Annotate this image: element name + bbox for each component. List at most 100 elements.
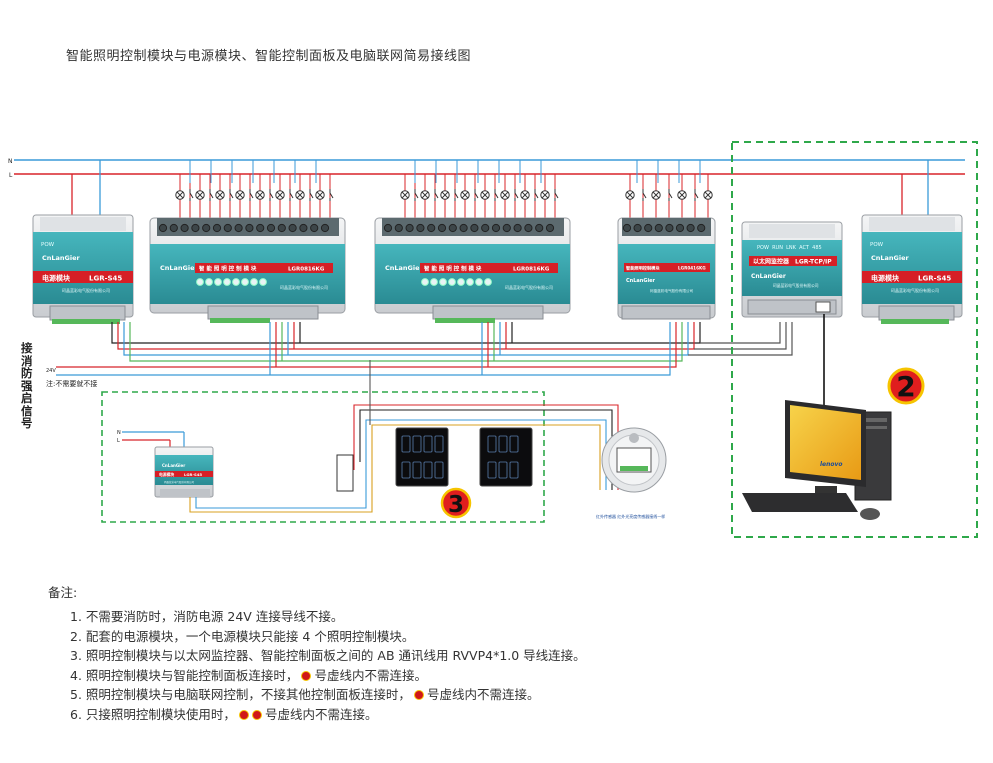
terminal-screw	[481, 223, 490, 233]
terminal-screw	[223, 223, 232, 233]
panel-key	[412, 461, 422, 479]
terminal-screw	[675, 223, 685, 233]
badge-3: 3	[440, 487, 472, 519]
lamp-icon	[235, 190, 245, 200]
red-dot-icon	[238, 709, 249, 720]
lamp-icon	[540, 190, 550, 200]
light-module-c: 智能照明控制模块 LGR0416KG CnLanGier 珂晶蓝彩电气股份有限公…	[617, 217, 716, 320]
note-5: 5. 照明控制模块与电脑联网控制，不接其他控制面板连接时，号虚线内不需连接。	[70, 685, 586, 705]
power-module-a: POW CnLanGier 电源模块 LGR-S45 珂晶蓝彩电气股份有限公司	[32, 214, 134, 324]
lamp-icon	[295, 190, 305, 200]
smart-panel-2	[479, 427, 533, 487]
light-b-model: LGR0816KG	[513, 267, 550, 273]
channel-button	[214, 278, 222, 286]
terminal-screw	[644, 223, 653, 233]
terminal-screw	[545, 223, 555, 233]
terminal-screw	[288, 223, 297, 233]
panel-key	[487, 461, 497, 479]
power-a-model: LGR-S45	[89, 275, 122, 283]
power-c-name: 电源模块	[159, 472, 174, 477]
lamp-icon	[651, 190, 661, 200]
terminal-screw	[394, 223, 403, 233]
terminal-screw	[234, 223, 243, 233]
light-c-brand: CnLanGier	[626, 278, 656, 284]
lamp-icon	[275, 190, 285, 200]
note-2-num: 2.	[70, 628, 82, 644]
terminal-screw	[448, 223, 457, 233]
power-a-brand: CnLanGier	[42, 254, 81, 262]
power-b-pow: POW	[870, 242, 884, 248]
note-4-num: 4.	[70, 667, 82, 683]
terminal-screw	[513, 223, 522, 233]
red-dot-icon	[413, 690, 424, 700]
terminal-screw	[437, 223, 447, 233]
light-module-b: CnLanGier 智 能 照 明 控 制 模 块 LGR0816KG 珂晶蓝彩…	[374, 217, 571, 323]
terminal-screw	[383, 223, 393, 233]
terminal-screw	[212, 223, 222, 233]
power-c-maker: 珂晶蓝彩电气股份有限公司	[164, 480, 195, 484]
terminal-screw	[158, 223, 168, 233]
terminal-screw	[622, 223, 632, 233]
light-a-brand: CnLanGier	[160, 264, 199, 272]
lamp-icon	[440, 190, 450, 200]
lamp-icon	[215, 190, 225, 200]
lamp-icon	[420, 190, 430, 200]
lamp-icon	[255, 190, 265, 200]
l-bus-label: L	[9, 172, 13, 179]
note-6-pre: 只接照明控制模块使用时，	[85, 706, 236, 722]
zone3-n-label: N	[117, 430, 121, 436]
terminal-screw	[416, 223, 425, 233]
panel-key	[509, 461, 519, 479]
panel-key	[401, 461, 411, 479]
lamp-icon	[703, 190, 713, 200]
channel-button	[250, 278, 258, 286]
light-b-name: 智 能 照 明 控 制 模 块	[424, 265, 482, 273]
notes-heading: 备注:	[48, 585, 78, 600]
terminal-screw	[245, 223, 254, 233]
power-c-model: LGR-S45	[184, 472, 202, 477]
note-3: 3. 照明控制模块与以太网监控器、智能控制面板之间的 AB 通讯线用 RVVP4…	[70, 646, 586, 666]
monitor-brand: lenovo	[820, 461, 843, 468]
channel-button	[457, 278, 465, 286]
light-c-maker: 珂晶蓝彩电气股份有限公司	[650, 288, 694, 293]
terminal-screw	[697, 223, 706, 233]
power-b-maker: 珂晶蓝彩电气股份有限公司	[891, 287, 939, 293]
lamp-icon	[195, 190, 205, 200]
terminal-screw	[202, 223, 211, 233]
power-b-brand: CnLanGier	[871, 254, 910, 262]
power-a-pow: POW	[41, 242, 55, 248]
power-c-brand: CnLanGier	[162, 463, 185, 468]
red-dot-icon	[301, 670, 312, 681]
badge-2-label: 2	[896, 370, 915, 403]
zone3-l-label: L	[117, 438, 120, 444]
terminal-screw	[256, 223, 265, 233]
panel-key	[434, 461, 444, 479]
note-1-text: 不需要消防时，消防电源 24V 连接导线不接。	[85, 609, 344, 624]
note-3-num: 3.	[70, 648, 82, 663]
note-5-num: 5.	[70, 687, 82, 702]
terminal-screw	[633, 223, 642, 233]
note-4: 4. 照明控制模块与智能控制面板连接时，号虚线内不需连接。	[70, 666, 586, 686]
zone-2-dashed	[731, 141, 978, 538]
tcp-module: POW RUN LNK ACT 485 以太网监控器 LGR-TCP/IP Cn…	[741, 221, 843, 318]
terminal-screw	[405, 223, 414, 233]
channel-button	[475, 278, 483, 286]
light-b-maker: 珂晶蓝彩电气股份有限公司	[505, 284, 553, 290]
terminal-screw	[535, 223, 544, 233]
note-4-pre: 照明控制模块与智能控制面板连接时，	[85, 667, 299, 683]
note-1: 1. 不需要消防时，消防电源 24V 连接导线不接。	[70, 607, 586, 627]
channel-button	[259, 278, 267, 286]
terminal-screw	[310, 223, 319, 233]
fire-small-label: 24V	[46, 368, 56, 374]
fire-signal-label: 接消防强启信号	[21, 341, 33, 430]
lamp-icon	[500, 190, 510, 200]
tcp-model: LGR-TCP/IP	[795, 259, 832, 266]
light-b-brand: CnLanGier	[385, 264, 424, 272]
light-a-name: 智 能 照 明 控 制 模 块	[199, 265, 257, 273]
note-2: 2. 配套的电源模块，一个电源模块只能接 4 个照明控制模块。	[70, 627, 586, 647]
terminal-screw	[470, 223, 479, 233]
tcp-name: 以太网监控器	[753, 258, 790, 266]
lamp-icon	[480, 190, 490, 200]
panel-key	[498, 461, 508, 479]
ab-bus-wiring	[56, 314, 825, 405]
